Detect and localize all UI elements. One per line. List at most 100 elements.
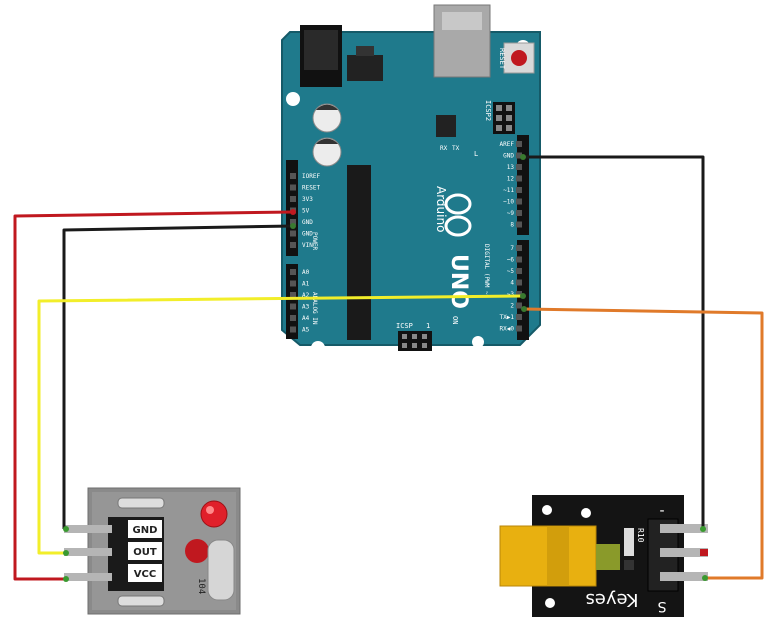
- digital-pin-socket: [516, 175, 522, 182]
- analog-pin-socket: [290, 303, 296, 310]
- mounting-hole: [286, 92, 300, 106]
- power-pin-label: GND: [302, 231, 313, 238]
- arduino-brand: Arduino: [434, 186, 448, 232]
- microcontroller-chip: [347, 165, 371, 340]
- voltage-regulator: [347, 55, 383, 81]
- pin-middle: [660, 548, 708, 557]
- resistor-label: R10: [636, 528, 645, 543]
- power-section-label: POWER: [311, 232, 318, 250]
- digital-pin-socket: [516, 256, 522, 263]
- laser-receiver-module: 104 GND OUT VCC: [64, 487, 241, 615]
- red-wire-5v-vcc: [13, 210, 294, 581]
- power-pin-socket: [290, 184, 296, 191]
- digital-pin-socket: [516, 268, 522, 274]
- led-l-label: L: [474, 150, 478, 158]
- digital-pin-socket: [516, 325, 522, 332]
- ceramic-capacitor: [185, 539, 209, 563]
- digital-pin-socket: [516, 141, 522, 147]
- mounting-hole: [542, 505, 552, 515]
- digital-pin-socket: [516, 221, 522, 228]
- red-led: [200, 500, 228, 528]
- analog-pin-socket: [290, 292, 296, 298]
- power-pin-socket: [290, 196, 296, 202]
- icsp-pin1-label: 1: [426, 322, 430, 330]
- digital-pin-label: RX◀0: [500, 326, 515, 333]
- icsp-label: ICSP: [396, 322, 413, 330]
- led-tx-label: TX: [452, 145, 460, 152]
- digital-pin-label: 12: [507, 176, 515, 183]
- power-pin-label: RESET: [302, 185, 320, 192]
- digital-pin-label: 13: [507, 164, 515, 171]
- digital-pin-label: ~10: [503, 199, 514, 206]
- digital-pin-socket: [516, 152, 522, 159]
- mounting-hole: [581, 508, 591, 518]
- mounting-hole: [311, 341, 325, 355]
- led-rx-label: RX: [440, 145, 448, 152]
- analog-pin-socket: [290, 280, 296, 287]
- laser-emitter-module: R10 Keyes - S: [499, 495, 708, 617]
- digital-pin-label: TX▶1: [500, 314, 515, 321]
- power-pin-label: VIN: [302, 242, 313, 249]
- digital-pin-label: ~5: [507, 268, 515, 275]
- icsp-header: [398, 331, 432, 351]
- capacitor: [312, 103, 342, 133]
- pin-label-vcc: VCC: [134, 569, 156, 580]
- power-pin-label: IOREF: [302, 173, 320, 180]
- power-pin-label: 5V: [302, 208, 310, 215]
- digital-pin-label: 4: [510, 280, 514, 287]
- power-pin-label: 3V3: [302, 196, 313, 203]
- reset-label: RESET: [498, 48, 506, 70]
- digital-header-top: [517, 135, 529, 235]
- black-wire-gnd-receiver: [62, 224, 294, 529]
- digital-pin-socket: [516, 314, 522, 320]
- digital-pin-label: ~11: [503, 187, 514, 194]
- digital-pin-socket: [516, 279, 522, 286]
- digital-pin-socket: [516, 198, 522, 205]
- digital-pin-socket: [516, 187, 522, 193]
- pin-signal-label: S: [657, 598, 666, 614]
- analog-pin-label: A5: [302, 327, 310, 334]
- uno-model: UNO: [446, 254, 471, 309]
- digital-pin-socket: [516, 164, 522, 170]
- digital-pin-label: 7: [510, 245, 514, 252]
- digital-pin-label: 2: [510, 303, 514, 310]
- wires: [13, 154, 764, 582]
- analog-pin-label: A3: [302, 304, 310, 311]
- black-wire-gnd-laser: [523, 155, 705, 529]
- digital-pin-label: ~9: [507, 210, 515, 217]
- capacitor-marking: 104: [196, 578, 206, 594]
- yellow-wire-pin2-out: [37, 294, 524, 555]
- light-sensor: [207, 539, 235, 601]
- analog-pin-socket: [290, 315, 296, 321]
- digital-pin-label: AREF: [500, 141, 515, 148]
- arduino-infinity-logo: [444, 193, 472, 237]
- resistor: [117, 497, 165, 509]
- digital-pin-socket: [516, 210, 522, 216]
- arduino-uno-board: RESET ICSP 2 L TX RX Arduino UNO: [281, 4, 541, 355]
- digital-pin-label: GND: [503, 153, 514, 160]
- orange-wire-pin1-signal: [523, 307, 764, 580]
- power-pin-socket: [290, 230, 296, 237]
- pin-vcc: [64, 573, 112, 581]
- pin-gnd: [64, 525, 112, 533]
- keyes-brand: Keyes: [585, 589, 638, 610]
- pin-out: [64, 548, 112, 556]
- digital-header-bottom: [517, 240, 529, 340]
- small-chip: [436, 115, 456, 137]
- digital-pin-socket: [516, 302, 522, 309]
- power-pin-socket: [290, 173, 296, 179]
- reset-button-cap: [511, 50, 527, 66]
- resistor: [117, 595, 165, 607]
- digital-pin-socket: [516, 291, 522, 297]
- analog-pin-label: A2: [302, 292, 310, 299]
- digital-pin-label: ~3: [507, 291, 515, 298]
- pin-label-out: OUT: [133, 547, 157, 558]
- pin-minus-label: -: [659, 503, 664, 519]
- digital-pin-socket: [516, 245, 522, 251]
- reset-button[interactable]: [503, 42, 535, 74]
